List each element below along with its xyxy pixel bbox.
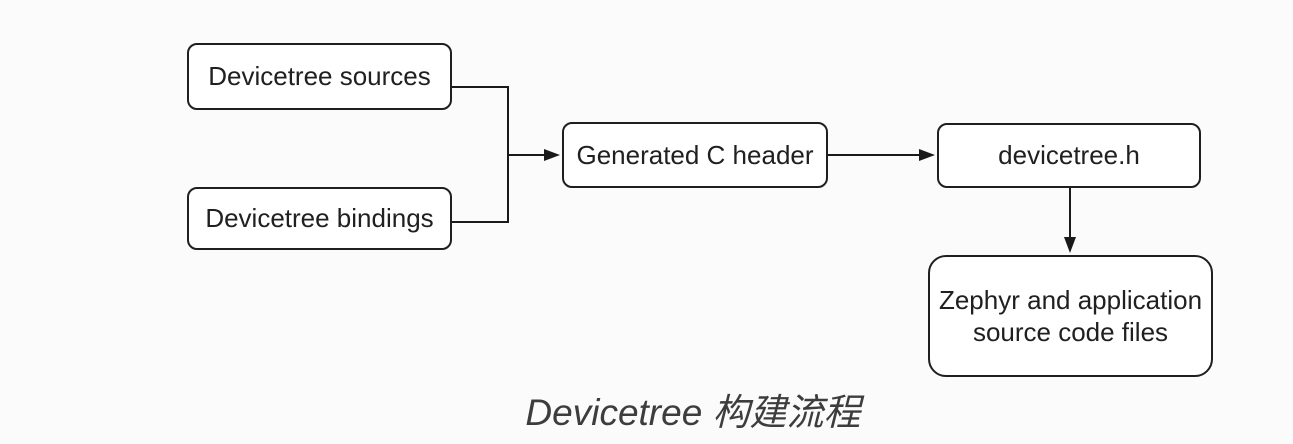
arrowhead-to-zephyr-sources [1064,237,1076,253]
arrowhead-to-devicetree-h [919,149,935,161]
node-zephyr-sources: Zephyr and application source code files [928,255,1213,377]
connector-sources-bindings-merge [452,86,509,223]
node-label: Generated C header [576,139,814,170]
node-devicetree-h: devicetree.h [937,123,1201,188]
diagram-caption: Devicetree 构建流程 [525,392,861,433]
node-devicetree-sources: Devicetree sources [187,43,452,110]
node-devicetree-bindings: Devicetree bindings [187,187,452,250]
node-label: Devicetree bindings [205,203,434,234]
arrowhead-to-generated-c-header [544,149,560,161]
node-label: Zephyr and application source code files [938,284,1203,348]
node-generated-c-header: Generated C header [562,122,828,188]
node-label: Devicetree sources [208,61,431,92]
node-label: devicetree.h [998,140,1140,171]
